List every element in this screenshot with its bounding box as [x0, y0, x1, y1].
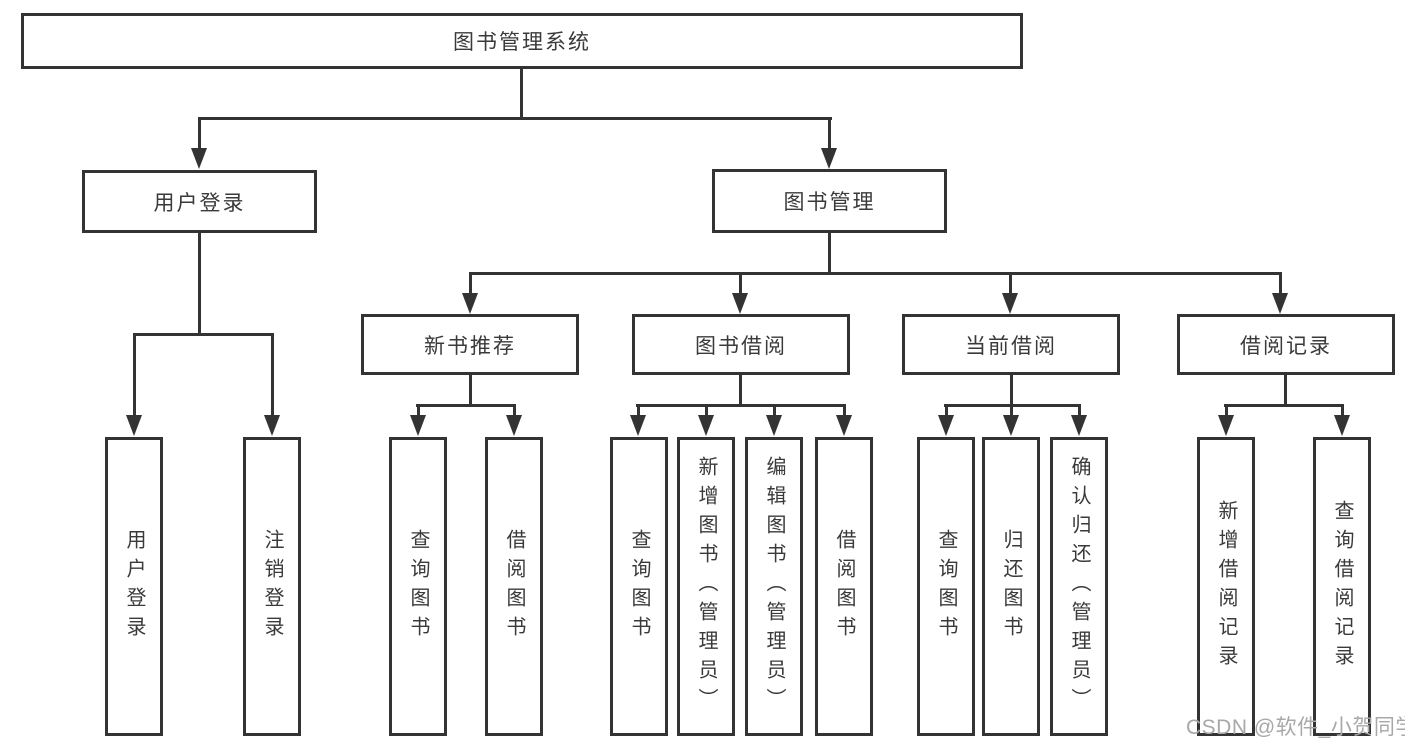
leaf-borrow-edit-book-label: 编辑图书（管理员）: [763, 456, 785, 717]
arrow-down-icon: [506, 415, 522, 436]
edge-stem: [637, 404, 640, 415]
edge-stem-current-borrow: [1009, 272, 1012, 294]
node-book-borrow: 图书借阅: [632, 314, 850, 375]
edge-level2-hline: [469, 272, 1282, 275]
leaf-user-login: 用户登录: [105, 437, 163, 736]
leaf-log-query-record-label: 查询借阅记录: [1331, 499, 1353, 674]
leaf-current-query-book: 查询图书: [917, 437, 975, 736]
arrow-down-icon: [410, 415, 426, 436]
arrow-down-icon: [191, 148, 207, 169]
leaf-current-confirm-return: 确认归还（管理员）: [1050, 437, 1108, 736]
edge-stem: [513, 404, 516, 415]
leaf-borrow-borrow-book: 借阅图书: [815, 437, 873, 736]
leaf-recommend-borrow-book: 借阅图书: [485, 437, 543, 736]
node-book-management: 图书管理: [712, 169, 947, 233]
node-root: 图书管理系统: [21, 13, 1023, 69]
edge-book-management-down-line: [828, 233, 831, 275]
edge-recommend-hline: [416, 404, 516, 407]
leaf-current-return-book: 归还图书: [982, 437, 1040, 736]
arrow-down-icon: [836, 415, 852, 436]
edge-records-hline: [1224, 404, 1344, 407]
edge-stem: [945, 404, 948, 415]
edge-stem-book-borrow: [739, 272, 742, 294]
edge-stem-leaf-user-login: [133, 333, 136, 415]
edge-stem-book-management: [828, 117, 831, 149]
leaf-borrow-edit-book: 编辑图书（管理员）: [745, 437, 803, 736]
edge-stem: [1010, 404, 1013, 415]
edge-stem: [1078, 404, 1081, 415]
arrow-down-icon: [1002, 293, 1018, 314]
edge-borrow-down-line: [739, 375, 742, 406]
node-book-management-label: 图书管理: [783, 191, 876, 214]
leaf-current-query-book-label: 查询图书: [935, 528, 957, 645]
node-new-book-recommend: 新书推荐: [361, 314, 579, 375]
edge-stem-borrow-records: [1279, 272, 1282, 294]
leaf-log-add-record: 新增借阅记录: [1197, 437, 1255, 736]
node-current-borrow-label: 当前借阅: [965, 334, 1057, 358]
leaf-recommend-query-book: 查询图书: [389, 437, 447, 736]
leaf-recommend-borrow-book-label: 借阅图书: [503, 528, 525, 645]
edge-current-down-line: [1010, 375, 1013, 406]
arrow-down-icon: [1272, 293, 1288, 314]
edge-stem: [1341, 404, 1344, 415]
node-user-login-label: 用户登录: [153, 191, 246, 215]
node-user-login: 用户登录: [82, 170, 317, 233]
leaf-current-confirm-return-label: 确认归还（管理员）: [1068, 456, 1090, 717]
arrow-down-icon: [821, 148, 837, 169]
edge-stem: [705, 404, 708, 415]
edge-user-login-hline: [133, 333, 274, 336]
arrow-down-icon: [264, 415, 280, 436]
arrow-down-icon: [732, 293, 748, 314]
edge-stem-new-book-recommend: [469, 272, 472, 294]
leaf-borrow-add-book: 新增图书（管理员）: [677, 437, 735, 736]
node-root-label: 图书管理系统: [453, 31, 591, 54]
csdn-watermark: CSDN @软件_小贺同学: [1186, 716, 1405, 739]
leaf-borrow-borrow-book-label: 借阅图书: [833, 528, 855, 645]
leaf-logout: 注销登录: [243, 437, 301, 736]
edge-recommend-down-line: [469, 375, 472, 406]
edge-records-down-line: [1284, 375, 1287, 406]
arrow-down-icon: [1334, 415, 1350, 436]
edge-stem: [1225, 404, 1228, 415]
node-borrow-records: 借阅记录: [1177, 314, 1395, 375]
node-borrow-records-label: 借阅记录: [1240, 334, 1332, 358]
leaf-user-login-label: 用户登录: [123, 528, 145, 645]
arrow-down-icon: [630, 415, 646, 436]
leaf-log-add-record-label: 新增借阅记录: [1215, 499, 1237, 674]
arrow-down-icon: [126, 415, 142, 436]
edge-stem: [843, 404, 846, 415]
leaf-recommend-query-book-label: 查询图书: [407, 528, 429, 645]
leaf-borrow-add-book-label: 新增图书（管理员）: [695, 456, 717, 717]
edge-root-down-line: [520, 69, 523, 119]
arrow-down-icon: [938, 415, 954, 436]
leaf-current-return-book-label: 归还图书: [1000, 528, 1022, 645]
arrow-down-icon: [1071, 415, 1087, 436]
node-new-book-recommend-label: 新书推荐: [424, 334, 516, 358]
leaf-logout-label: 注销登录: [261, 528, 283, 645]
edge-stem: [773, 404, 776, 415]
edge-stem-leaf-logout: [271, 333, 274, 415]
edge-borrow-hline: [636, 404, 846, 407]
edge-user-login-down-line: [198, 233, 201, 336]
edge-stem-user-login: [198, 117, 201, 149]
arrow-down-icon: [1003, 415, 1019, 436]
edge-level1-hline: [198, 117, 832, 120]
edge-stem: [417, 404, 420, 415]
node-current-borrow: 当前借阅: [902, 314, 1120, 375]
leaf-borrow-query-book-label: 查询图书: [628, 528, 650, 645]
leaf-borrow-query-book: 查询图书: [610, 437, 668, 736]
arrow-down-icon: [462, 293, 478, 314]
arrow-down-icon: [698, 415, 714, 436]
arrow-down-icon: [766, 415, 782, 436]
arrow-down-icon: [1218, 415, 1234, 436]
leaf-log-query-record: 查询借阅记录: [1313, 437, 1371, 736]
node-book-borrow-label: 图书借阅: [695, 334, 787, 358]
